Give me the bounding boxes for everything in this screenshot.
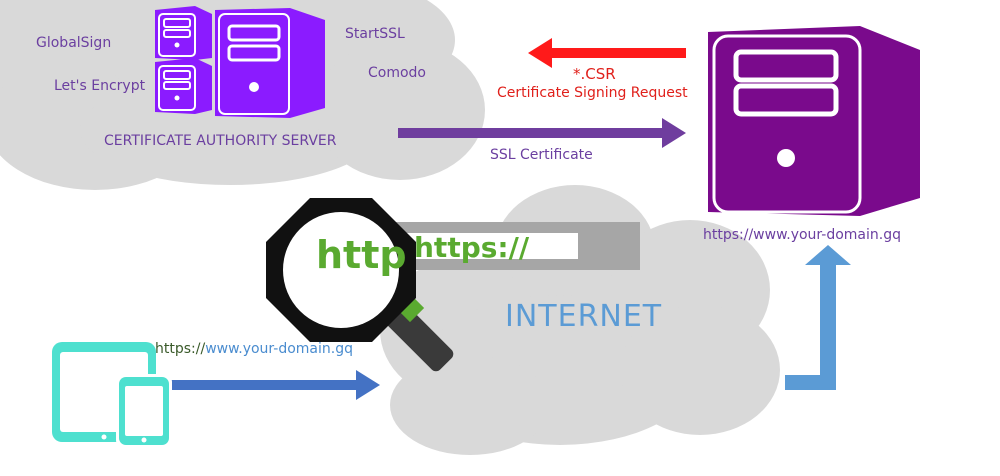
ca-server-small-bottom-icon	[155, 58, 212, 114]
ca-server-small-top-icon	[155, 6, 212, 60]
letsencrypt-label: Let's Encrypt	[54, 78, 146, 94]
comodo-label: Comodo	[368, 65, 426, 81]
ssl-certificate-arrow	[398, 118, 686, 148]
ca-server-title: CERTIFICATE AUTHORITY SERVER	[104, 133, 337, 149]
csr-description: Certificate Signing Request	[497, 85, 688, 101]
client-url: https://www.your-domain.gq	[155, 341, 353, 357]
address-bar: https://	[378, 222, 640, 270]
ssl-certificate-label: SSL Certificate	[490, 147, 593, 163]
client-url-scheme: https://	[155, 341, 206, 357]
magnified-text: http	[316, 233, 407, 277]
server-url: https://www.your-domain.gq	[703, 227, 901, 243]
address-bar-text: https://	[414, 231, 530, 264]
startssl-label: StartSSL	[345, 26, 405, 42]
client-to-internet-arrow	[170, 370, 380, 400]
globalsign-label: GlobalSign	[36, 35, 112, 51]
magnifier-icon: http	[266, 198, 454, 372]
internet-label: INTERNET	[505, 299, 663, 334]
csr-arrow	[528, 38, 686, 68]
phone-icon	[116, 374, 172, 448]
ca-server-large-icon	[215, 8, 325, 118]
csr-label: *.CSR	[573, 65, 616, 83]
client-url-domain: www.your-domain.gq	[205, 341, 353, 357]
internet-to-server-arrow	[785, 245, 851, 390]
web-server-icon	[708, 26, 920, 216]
